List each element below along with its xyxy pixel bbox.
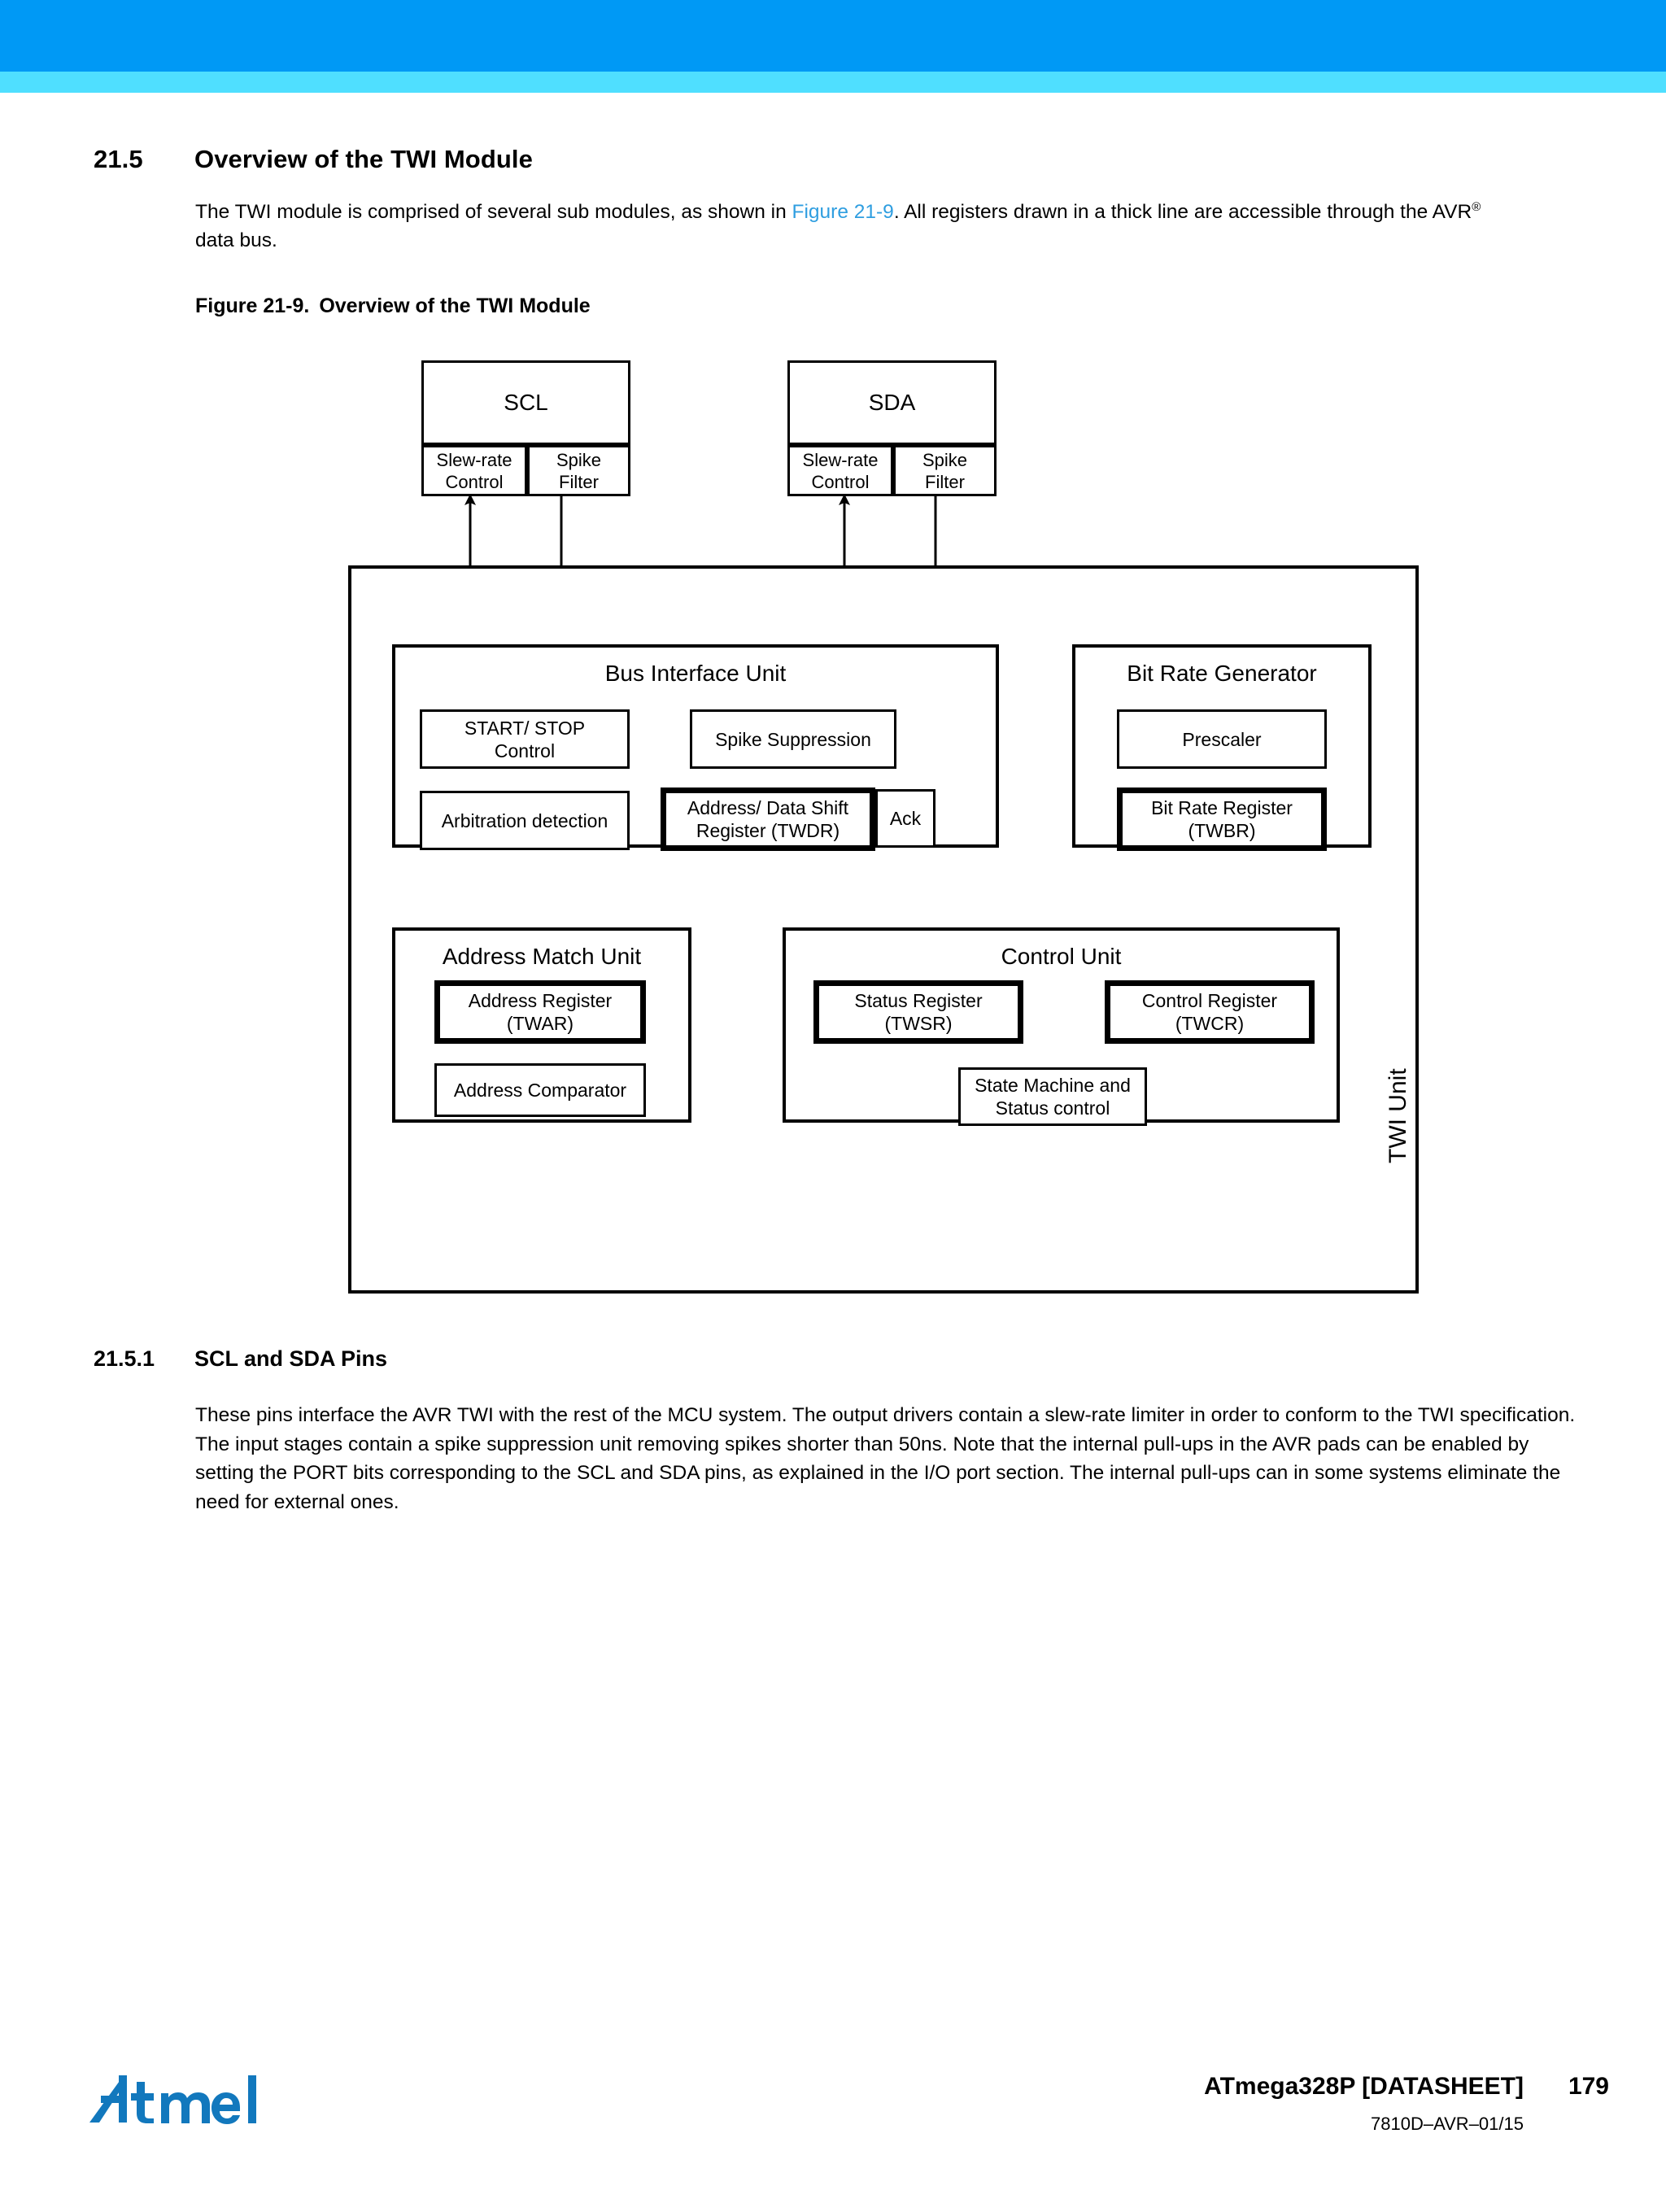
subsection-heading: 21.5.1 SCL and SDA Pins: [94, 1346, 1558, 1372]
ack-label: Ack: [889, 808, 922, 829]
section-number: 21.5: [94, 145, 143, 173]
figure-caption: Figure 21-9. Overview of the TWI Module: [195, 294, 591, 318]
scl-sda-pins-paragraph: These pins interface the AVR TWI with th…: [195, 1404, 1576, 1513]
intro-text-part1: The TWI module is comprised of several s…: [195, 201, 792, 223]
state-machine-line2: Status control: [995, 1097, 1110, 1119]
pin-scl-slew-line2: Control: [445, 471, 504, 492]
pin-scl-spike-filter: Spike Filter: [527, 445, 630, 496]
twcr-line2: (TWCR): [1175, 1013, 1245, 1034]
pin-sda-spike-line1: Spike: [922, 449, 968, 470]
address-match-unit-title: Address Match Unit: [442, 944, 642, 969]
twi-module-block-diagram: SCL Slew-rate Control Spike Filter SDA S…: [0, 325, 1666, 1326]
atmel-logo-icon: [89, 2075, 256, 2124]
twdr-line1: Address/ Data Shift: [687, 797, 849, 818]
pin-sda-spike-filter: Spike Filter: [893, 445, 997, 496]
header-band-primary: [0, 0, 1666, 72]
intro-text-part3: data bus.: [195, 229, 277, 251]
pin-sda-spike-line2: Filter: [925, 471, 965, 492]
bit-rate-generator-title: Bit Rate Generator: [1127, 661, 1317, 686]
atmel-logo: [89, 2070, 260, 2138]
spike-suppression-label: Spike Suppression: [715, 728, 871, 750]
ack-block: Ack: [875, 789, 935, 848]
pin-scl-spike-line2: Filter: [559, 471, 599, 492]
subsection-title: SCL and SDA Pins: [194, 1346, 388, 1371]
state-machine-status-control-block: State Machine and Status control: [958, 1067, 1147, 1126]
pin-scl-spike-line1: Spike: [556, 449, 602, 470]
footer-document-code: 7810D–AVR–01/15: [1371, 2114, 1524, 2134]
pin-sda-slew-rate-control: Slew-rate Control: [787, 445, 893, 496]
header-band-secondary: [0, 72, 1666, 93]
registered-mark: ®: [1472, 199, 1481, 214]
pin-sda-label: SDA: [868, 390, 916, 415]
pin-sda-slew-line1: Slew-rate: [802, 449, 879, 470]
prescaler-block: Prescaler: [1117, 709, 1327, 769]
section-heading: 21.5 Overview of the TWI Module: [94, 145, 1558, 174]
footer-page-number: 179: [1568, 2073, 1609, 2100]
state-machine-line1: State Machine and: [975, 1075, 1131, 1096]
twar-line2: (TWAR): [506, 1013, 574, 1034]
twsr-line2: (TWSR): [884, 1013, 953, 1034]
twsr-line1: Status Register: [854, 990, 983, 1011]
bit-rate-register-block: Bit Rate Register (TWBR): [1117, 788, 1327, 851]
start-stop-control-block: START/ STOP Control: [420, 709, 630, 769]
intro-paragraph: The TWI module is comprised of several s…: [195, 198, 1501, 255]
start-stop-control-line1: START/ STOP: [464, 717, 586, 739]
intro-text-part2: . All registers drawn in a thick line ar…: [893, 201, 1472, 223]
address-register-block: Address Register (TWAR): [434, 980, 646, 1044]
section-title: Overview of the TWI Module: [194, 145, 533, 173]
bus-interface-unit-title: Bus Interface Unit: [604, 661, 787, 686]
pin-sda-slew-line2: Control: [811, 471, 870, 492]
pin-scl-label: SCL: [504, 390, 548, 415]
address-data-shift-register-block: Address/ Data Shift Register (TWDR): [661, 788, 875, 851]
arbitration-detection-label: Arbitration detection: [441, 809, 608, 831]
figure-21-9-link[interactable]: Figure 21-9: [792, 201, 894, 223]
pin-sda-header: SDA: [787, 360, 997, 445]
subsection-number: 21.5.1: [94, 1346, 155, 1371]
pin-scl-header: SCL: [421, 360, 630, 445]
pin-scl-slew-rate-control: Slew-rate Control: [421, 445, 527, 496]
address-comparator-label: Address Comparator: [453, 1080, 627, 1101]
pin-scl-slew-line1: Slew-rate: [436, 449, 512, 470]
status-register-block: Status Register (TWSR): [813, 980, 1023, 1044]
twcr-line1: Control Register: [1141, 990, 1278, 1011]
twar-line1: Address Register: [468, 990, 613, 1011]
prescaler-label: Prescaler: [1182, 728, 1262, 750]
footer-document-title: ATmega328P [DATASHEET]: [1204, 2073, 1524, 2100]
arbitration-detection-block: Arbitration detection: [420, 791, 630, 850]
control-register-block: Control Register (TWCR): [1105, 980, 1315, 1044]
twbr-line2: (TWBR): [1188, 820, 1256, 841]
twi-unit-label: TWI Unit: [1385, 1068, 1411, 1163]
twbr-line1: Bit Rate Register: [1151, 797, 1293, 818]
twdr-line2: Register (TWDR): [696, 820, 840, 841]
figure-label: Figure 21-9.: [195, 294, 310, 317]
address-comparator-block: Address Comparator: [434, 1063, 646, 1117]
control-unit-title: Control Unit: [1001, 944, 1122, 969]
figure-title: Overview of the TWI Module: [319, 294, 591, 317]
start-stop-control-line2: Control: [494, 740, 556, 761]
spike-suppression-block: Spike Suppression: [690, 709, 896, 769]
